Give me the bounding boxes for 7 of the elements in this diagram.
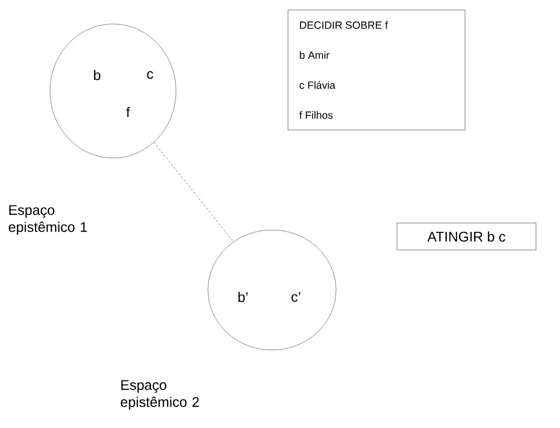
text-box: DECIDIR SOBRE f b Amir c Flávia f Filhos: [288, 10, 466, 130]
space-caption: Espaço epistêmico 1: [8, 205, 87, 235]
text-box: ATINGIR b c: [396, 222, 536, 250]
ellipse-node: b c f: [50, 24, 176, 158]
space-caption: Espaço epistêmico 2: [120, 380, 199, 410]
connector-line: [154, 142, 234, 242]
ellipse-node: b’ c’: [208, 230, 336, 350]
